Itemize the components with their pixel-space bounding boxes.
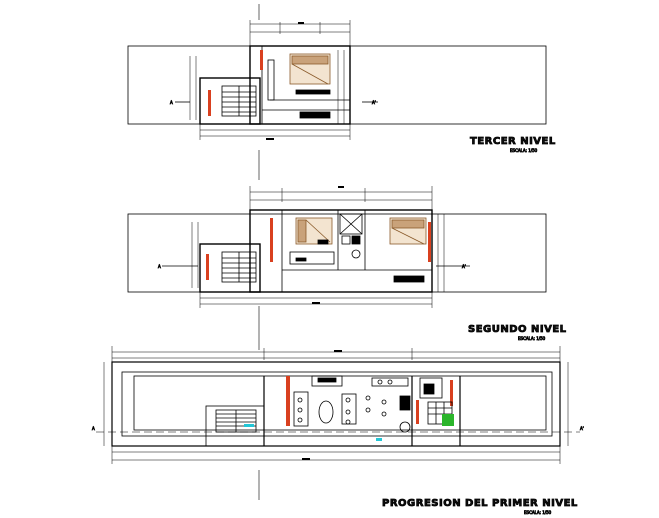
second-level-bed-2 xyxy=(389,217,427,245)
section-mark-a: A xyxy=(170,100,173,105)
first-level-stairs xyxy=(205,405,265,447)
first-level-title: PROGRESION DEL PRIMER NIVEL xyxy=(382,498,578,509)
second-level-scale: ESCALA: 1/50 xyxy=(518,336,546,341)
third-level-bed xyxy=(289,53,331,95)
second-level-title: SEGUNDO NIVEL xyxy=(468,324,567,335)
second-level-stairs xyxy=(221,251,257,283)
section-mark-b: A xyxy=(158,264,161,269)
second-level-bathroom xyxy=(339,213,363,259)
section-mark-b2: A' xyxy=(462,264,466,269)
plant-icon xyxy=(442,414,454,426)
section-mark-c: A xyxy=(92,426,95,431)
section-mark-c2: A' xyxy=(580,426,584,431)
first-level-plan: A A' PROGRESION DEL PRIMER NIVEL ESCALA:… xyxy=(92,346,584,515)
first-level-scale: ESCALA: 1/50 xyxy=(524,510,552,515)
third-level-stairs xyxy=(221,85,257,117)
second-level-plan: A A' SEGUNDO NIVEL ESCALA: 1/50 xyxy=(127,186,567,350)
section-mark-a2: A' xyxy=(372,100,376,105)
second-level-bed-1 xyxy=(295,217,333,245)
third-level-scale: ESCALA: 1/50 xyxy=(510,148,538,153)
third-level-title: TERCER NIVEL xyxy=(470,136,556,147)
first-level-kitchen xyxy=(365,377,411,433)
first-level-patio xyxy=(419,377,454,426)
third-level-plan: A A' TERCER NIVEL ESCALA: 1/50 xyxy=(127,4,556,180)
first-level-dining xyxy=(293,375,357,427)
